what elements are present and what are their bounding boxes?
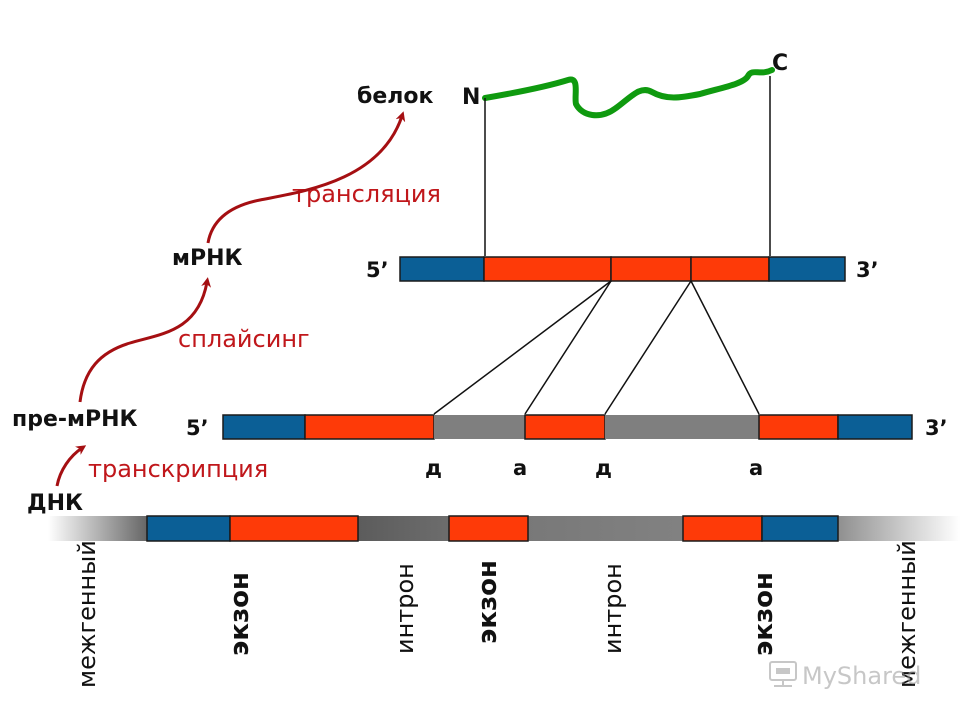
intron-label: интрон — [391, 563, 419, 654]
splice-line — [524, 280, 612, 415]
exon-label: экзон — [473, 560, 503, 644]
intron-label: интрон — [599, 563, 627, 654]
translation-arrow — [206, 111, 406, 244]
splicing-label: сплайсинг — [178, 325, 310, 353]
protein-chain — [482, 67, 775, 119]
dna-gene — [146, 515, 839, 542]
mrna-label: мРНК — [172, 246, 243, 271]
acceptor-site-label: а — [513, 456, 527, 480]
splicing-arrow — [78, 277, 212, 403]
mrna-bar — [399, 256, 846, 282]
splice-line — [604, 280, 692, 415]
premrna-label: пре-мРНК — [12, 407, 138, 432]
premrna-3prime-label: 3’ — [925, 416, 948, 440]
donor-site-label: д — [595, 456, 612, 480]
transcription-arrow — [55, 445, 87, 487]
premrna-5prime-label: 5’ — [186, 416, 209, 440]
n-terminus-label: N — [462, 85, 480, 110]
donor-site-label: д — [425, 456, 442, 480]
transcription-label: транскрипция — [88, 455, 268, 483]
intergenic-label-left: межгенный — [73, 540, 101, 688]
mrna-5prime-label: 5’ — [366, 258, 389, 282]
translation-label: трансляция — [292, 180, 441, 208]
exon-label: экзон — [749, 572, 779, 656]
splice-line — [433, 280, 612, 415]
watermark-text: MyShared — [802, 662, 921, 690]
c-terminus-label: C — [772, 51, 788, 76]
dna-label: ДНК — [27, 491, 83, 516]
mrna-3prime-label: 3’ — [856, 258, 879, 282]
acceptor-site-label: а — [749, 456, 763, 480]
protein-label: белок — [357, 84, 434, 109]
intergenic-label-right: межгенный — [893, 540, 921, 688]
splice-line — [690, 280, 760, 415]
watermark-logo-icon — [769, 661, 797, 687]
premrna-bar — [222, 414, 913, 440]
watermark: MyShared — [769, 661, 921, 690]
exon-label: экзон — [225, 572, 255, 656]
